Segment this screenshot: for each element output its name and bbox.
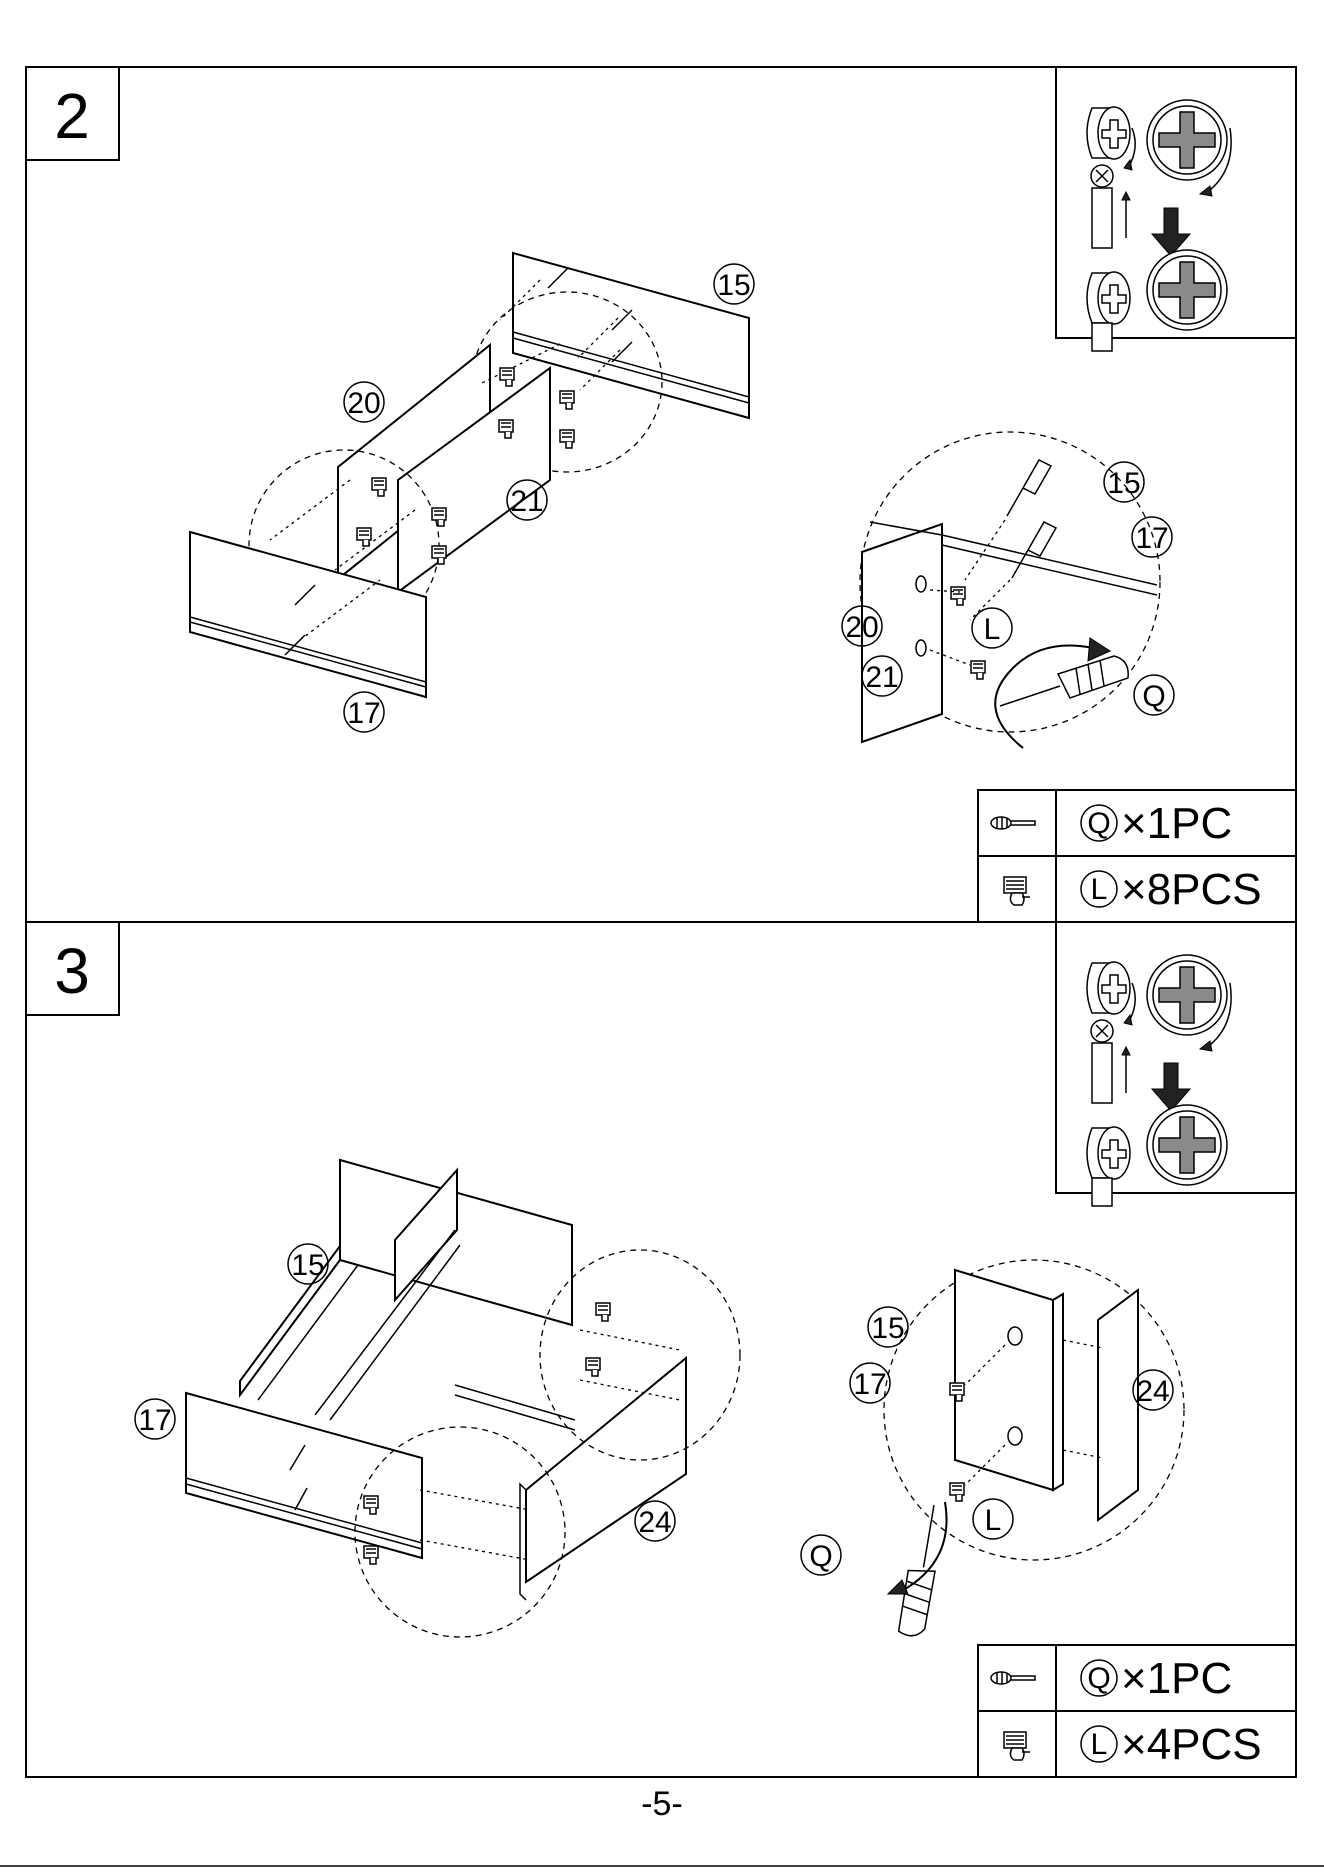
callout-part: 17 — [1135, 522, 1168, 555]
part-letter: L — [1091, 873, 1108, 906]
callout-part: 20 — [347, 387, 380, 420]
screwdriver-icon — [991, 1672, 1035, 1684]
callout-part: 15 — [291, 1249, 324, 1282]
cam-lock-rotation-icon — [1087, 955, 1231, 1206]
part-quantity: ×4PCS — [1121, 1720, 1262, 1769]
callout-part: 17 — [853, 1368, 886, 1401]
frame-assembly — [186, 1160, 740, 1637]
callout-part: 20 — [845, 611, 878, 644]
callout-part: 21 — [865, 661, 898, 694]
detail-view: 15 17 20 21 L Q — [842, 432, 1174, 748]
screwdriver-icon — [991, 817, 1035, 829]
callout-part: 15 — [717, 269, 750, 302]
callout-tool: Q — [809, 1540, 832, 1573]
cam-lock-icon — [1004, 877, 1030, 905]
step-number: 2 — [54, 80, 90, 152]
step-number: 3 — [54, 935, 90, 1007]
panel-24 — [526, 1358, 686, 1582]
callout-part: 15 — [871, 1312, 904, 1345]
callout-part: 24 — [638, 1506, 671, 1539]
cam-lock-rotation-icon — [1087, 100, 1231, 351]
exploded-assembly — [190, 253, 749, 697]
part-letter: L — [1091, 1728, 1108, 1761]
part-quantity: ×1PC — [1121, 1654, 1232, 1703]
step-2: 2 15 — [26, 67, 1296, 922]
step-3: 3 15 17 24 — [26, 922, 1296, 1777]
part-quantity: ×8PCS — [1121, 865, 1262, 914]
cam-lock-icon — [1004, 1732, 1030, 1760]
detail-view: 15 17 24 L Q — [801, 1260, 1184, 1642]
parts-table: Q ×1PC L ×4PCS — [978, 1645, 1296, 1777]
parts-table: Q ×1PC L ×8PCS — [978, 790, 1296, 922]
callout-part: 15 — [1107, 467, 1140, 500]
part-quantity: ×1PC — [1121, 799, 1232, 848]
callout-part: 24 — [1136, 1375, 1169, 1408]
part-letter: Q — [1087, 807, 1110, 840]
callout-tool: Q — [1142, 680, 1165, 713]
callout-part: 17 — [347, 697, 380, 730]
callout-part: 21 — [510, 485, 543, 518]
callout-part: 17 — [138, 1404, 171, 1437]
part-letter: Q — [1087, 1662, 1110, 1695]
page-number: -5- — [641, 1785, 683, 1823]
callout-cam: L — [985, 1504, 1002, 1537]
callout-cam: L — [984, 613, 1001, 646]
